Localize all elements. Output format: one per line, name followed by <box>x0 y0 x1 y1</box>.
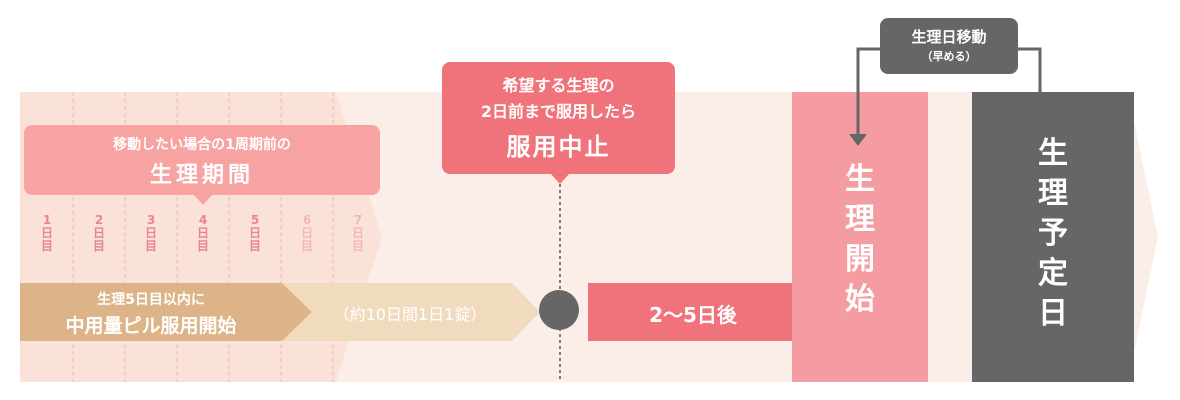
period-bubble-line1: 移動したい場合の1周期前の <box>113 137 291 153</box>
stop-bubble <box>442 62 675 174</box>
after-days-arrow <box>588 283 818 341</box>
move-bubble-line2: （早める） <box>921 50 977 63</box>
pill-start-line1: 生理5日目以内に <box>97 292 205 308</box>
move-bubble <box>880 18 1018 74</box>
stop-bubble-pointer <box>551 174 569 184</box>
move-connector <box>856 47 1042 136</box>
period-bubble-line2: 生理期間 <box>149 163 254 188</box>
pill-start-line2: 中用量ピル服用開始 <box>65 315 237 337</box>
expected-period-column <box>972 92 1134 382</box>
stop-bubble-line3: 服用中止 <box>506 133 611 161</box>
expected-period-label: 生理予定日 <box>1038 136 1068 331</box>
pill-dose-label: （約10日間1日1錠） <box>333 305 487 324</box>
after-days-label: 2〜5日後 <box>649 303 737 327</box>
pill-dose-arrow <box>282 283 540 341</box>
period-bubble-pointer <box>194 195 212 205</box>
period-start-label: 生理開始 <box>845 162 875 317</box>
pill-start-arrow <box>20 283 312 341</box>
stop-bubble-line2: 2日前まで服用したら <box>480 102 637 121</box>
stop-circle <box>539 290 579 330</box>
stop-bubble-line1: 希望する生理の <box>502 76 615 95</box>
move-arrowhead <box>849 134 867 146</box>
move-bubble-line1: 生理日移動 <box>911 28 987 46</box>
period-bubble <box>24 125 380 195</box>
